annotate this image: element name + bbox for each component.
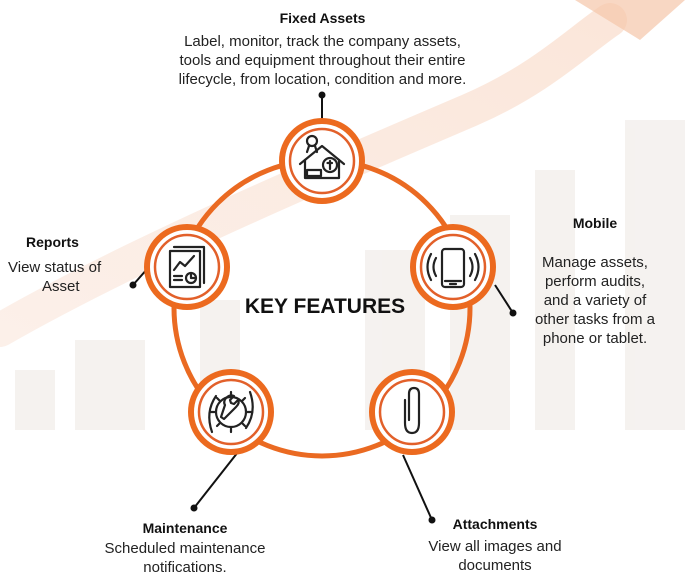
feature-reports: Reports View status of Asset (0, 234, 120, 296)
feature-desc-line: documents (458, 557, 532, 574)
report-chart-icon (168, 245, 206, 289)
connector-dot (318, 91, 326, 99)
feature-desc-line: and a variety of (543, 292, 647, 309)
connector-maintenance (193, 451, 239, 509)
feature-mobile: Mobile Manage assets, perform audits, an… (515, 215, 675, 348)
feature-title: Attachments (452, 516, 538, 532)
smartphone-icon (426, 247, 480, 289)
node-maintenance (188, 369, 274, 455)
feature-title: Reports (26, 234, 79, 250)
feature-fixed-assets: Fixed Assets Label, monitor, track the c… (150, 10, 495, 89)
node-reports (144, 224, 230, 310)
feature-title: Mobile (572, 215, 618, 231)
node-fixed-assets (279, 118, 365, 204)
feature-desc-line: other tasks from a (534, 311, 656, 328)
feature-desc-line: perform audits, (544, 273, 646, 290)
feature-desc-line: Label, monitor, track the company assets… (184, 33, 461, 50)
feature-maintenance: Maintenance Scheduled maintenance notifi… (85, 520, 285, 577)
feature-desc-line: View all images and (428, 538, 562, 555)
house-asset-icon (298, 134, 346, 180)
connector-dot (509, 309, 517, 317)
feature-desc-line: Asset (42, 278, 80, 295)
node-attachments (369, 369, 455, 455)
feature-title: Maintenance (142, 520, 228, 536)
feature-desc-line: Manage assets, (542, 254, 648, 271)
connector-dot (190, 504, 198, 512)
feature-desc-line: phone or tablet. (542, 330, 648, 347)
feature-desc-line: Scheduled maintenance (104, 540, 266, 557)
paperclip-icon (403, 386, 421, 435)
center-title: KEY FEATURES (244, 295, 406, 318)
feature-desc-line: View status of (8, 259, 102, 276)
feature-desc-line: notifications. (143, 559, 227, 576)
gear-wrench-icon (208, 390, 254, 434)
connector-dot (428, 516, 436, 524)
feature-desc-line: tools and equipment throughout their ent… (179, 52, 466, 69)
feature-title: Fixed Assets (279, 10, 366, 26)
connector-dot (129, 281, 137, 289)
feature-attachments: Attachments View all images and document… (395, 516, 595, 575)
connector-attachments (402, 454, 433, 521)
feature-desc-line: lifecycle, from location, condition and … (178, 71, 467, 88)
connector-mobile (494, 284, 514, 314)
node-mobile (410, 224, 496, 310)
